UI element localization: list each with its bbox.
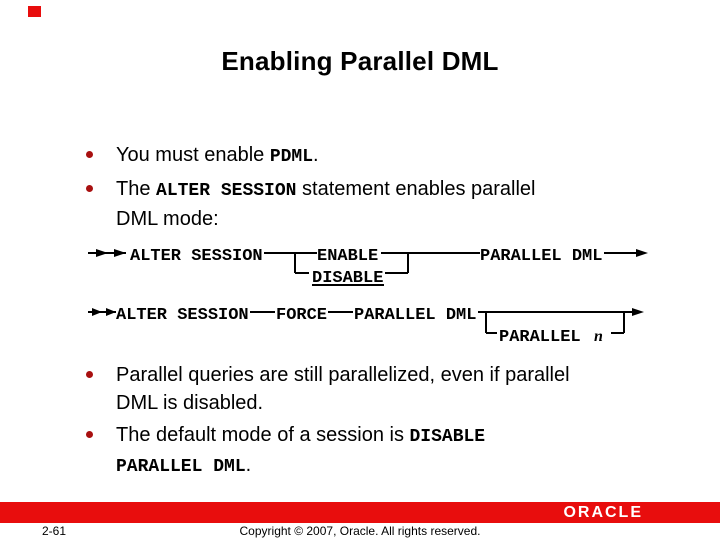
bullet-line: DML is disabled.: [116, 389, 680, 417]
page-title: Enabling Parallel DML: [221, 46, 499, 76]
bullet-item: The ALTER SESSION statement enables para…: [80, 175, 680, 233]
bullet-dot: [86, 185, 93, 192]
bullet-line: The default mode of a session is DISABLE: [116, 421, 680, 451]
inline-code: PDML: [269, 147, 314, 167]
keyword-parallel-dml: PARALLEL DML: [354, 306, 476, 325]
text-run: .: [245, 454, 252, 476]
bullet-line: The ALTER SESSION statement enables para…: [116, 175, 680, 205]
railroad-lines: [88, 308, 644, 334]
corner-red-square: [28, 6, 41, 17]
railroad-lines: [88, 249, 648, 286]
text-run: Parallel queries are still parallelized,…: [116, 364, 570, 386]
bullet-list-top: You must enable PDML. The ALTER SESSION …: [80, 141, 680, 237]
inline-code: PARALLEL DML: [116, 457, 246, 477]
keyword-force: FORCE: [276, 306, 327, 325]
bullet-line: Parallel queries are still parallelized,…: [116, 361, 680, 389]
text-run: statement enables parallel: [296, 178, 536, 200]
start-arrowhead-icon: [96, 249, 108, 257]
text-run: You must enable: [116, 144, 270, 166]
start-arrowhead-icon: [114, 249, 126, 257]
keyword-disable: DISABLE: [312, 269, 383, 288]
start-arrowhead-icon: [92, 308, 102, 316]
keyword-enable: ENABLE: [317, 247, 378, 266]
bullet-dot: [86, 371, 93, 378]
keyword-alter-session: ALTER SESSION: [130, 247, 263, 266]
bullet-item: Parallel queries are still parallelized,…: [80, 361, 680, 417]
end-arrowhead-icon: [636, 249, 648, 257]
inline-code: DISABLE: [409, 427, 486, 447]
bullet-line: DML mode:: [116, 205, 680, 233]
end-arrowhead-icon: [632, 308, 644, 316]
bullet-dot: [86, 151, 93, 158]
keyword-parallel-dml: PARALLEL DML: [480, 247, 602, 266]
syntax-diagram-force: ALTER SESSION FORCE PARALLEL DML PARALLE…: [88, 306, 644, 347]
bullet-dot: [86, 431, 93, 438]
oracle-logo: ORACLE: [563, 504, 643, 521]
text-run: DML mode:: [116, 208, 219, 230]
page-number: 2-61: [42, 524, 67, 538]
text-run: The: [116, 178, 157, 200]
inline-code: ALTER SESSION: [156, 181, 297, 201]
bullet-item: The default mode of a session is DISABLE…: [80, 421, 680, 481]
bullet-item: You must enable PDML.: [80, 141, 680, 171]
keyword-parallel: PARALLEL: [499, 328, 581, 347]
start-arrowhead-icon: [106, 308, 116, 316]
keyword-alter-session: ALTER SESSION: [116, 306, 249, 325]
bullet-line: PARALLEL DML.: [116, 451, 680, 481]
variable-n: n: [594, 328, 603, 345]
text-run: The default mode of a session is: [116, 424, 410, 446]
bullet-line: You must enable PDML.: [116, 141, 680, 171]
copyright-text: Copyright © 2007, Oracle. All rights res…: [239, 524, 481, 538]
text-run: DML is disabled.: [116, 392, 264, 414]
footer-red-bar: ORACLE: [0, 502, 720, 523]
text-run: .: [313, 144, 319, 166]
bullet-list-bottom: Parallel queries are still parallelized,…: [80, 361, 680, 485]
syntax-diagram-enable-disable: ALTER SESSION ENABLE DISABLE PARALLEL DM…: [88, 247, 648, 288]
